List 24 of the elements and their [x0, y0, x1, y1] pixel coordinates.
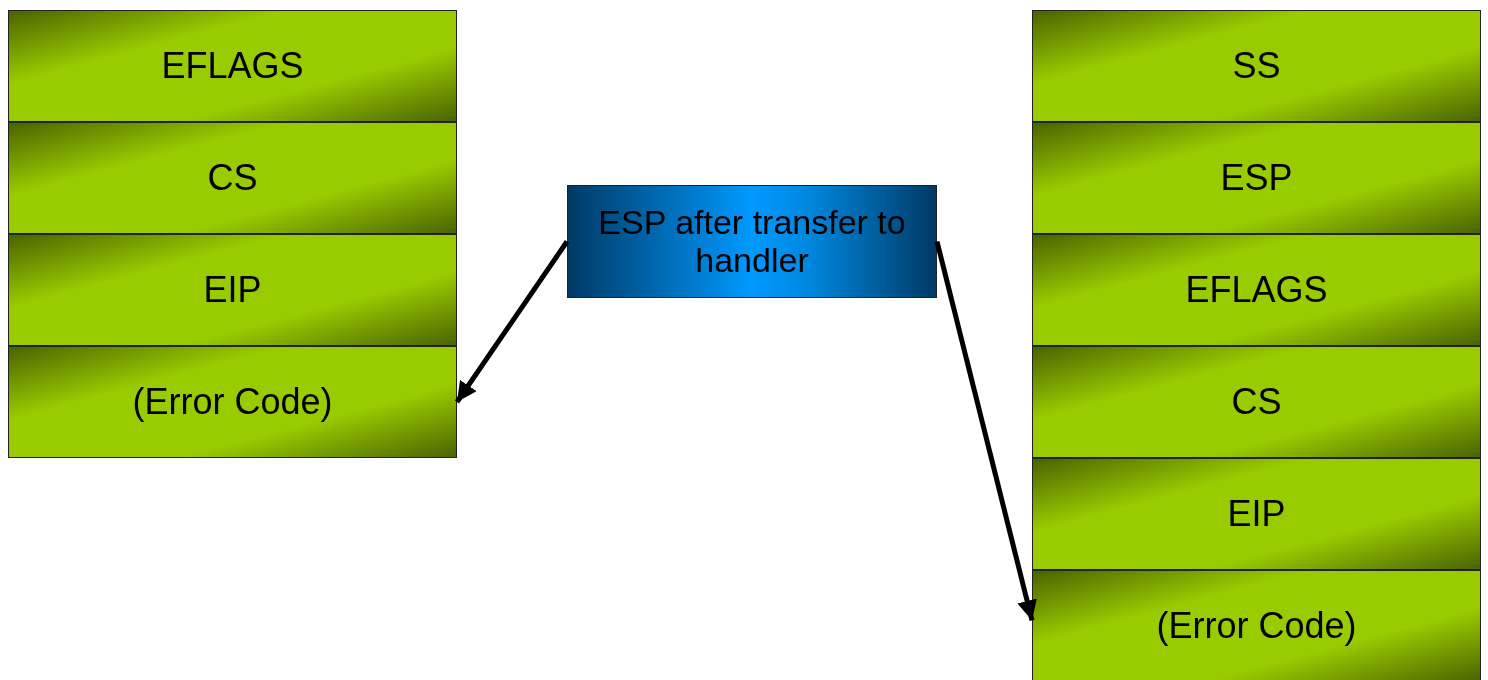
- stack-slot: [8, 122, 457, 234]
- stack-slot: [1032, 234, 1481, 346]
- slot-label: ESP: [1220, 158, 1293, 198]
- slot-label: EIP: [203, 270, 262, 310]
- pointer-label-box: [567, 185, 937, 298]
- slot-label: ESP after transfer to handler: [597, 204, 907, 279]
- stack-slot: [1032, 122, 1481, 234]
- stack-slot: [8, 10, 457, 122]
- slot-label: SS: [1232, 46, 1281, 86]
- stack-slot: [1032, 10, 1481, 122]
- slot-label: CS: [1231, 382, 1282, 422]
- slot-label: EFLAGS: [161, 46, 304, 86]
- slot-label: CS: [207, 158, 258, 198]
- slot-label: EIP: [1227, 494, 1286, 534]
- stack-slot: [8, 346, 457, 458]
- stack-slot: [1032, 346, 1481, 458]
- slot-label: (Error Code): [132, 382, 333, 422]
- slot-label: (Error Code): [1156, 606, 1357, 646]
- stack-slot: [1032, 458, 1481, 570]
- stack-slot: [1032, 570, 1481, 680]
- slot-label: EFLAGS: [1185, 270, 1328, 310]
- stack-slot: [8, 234, 457, 346]
- arrow: [454, 240, 570, 404]
- arrow: [934, 240, 1037, 621]
